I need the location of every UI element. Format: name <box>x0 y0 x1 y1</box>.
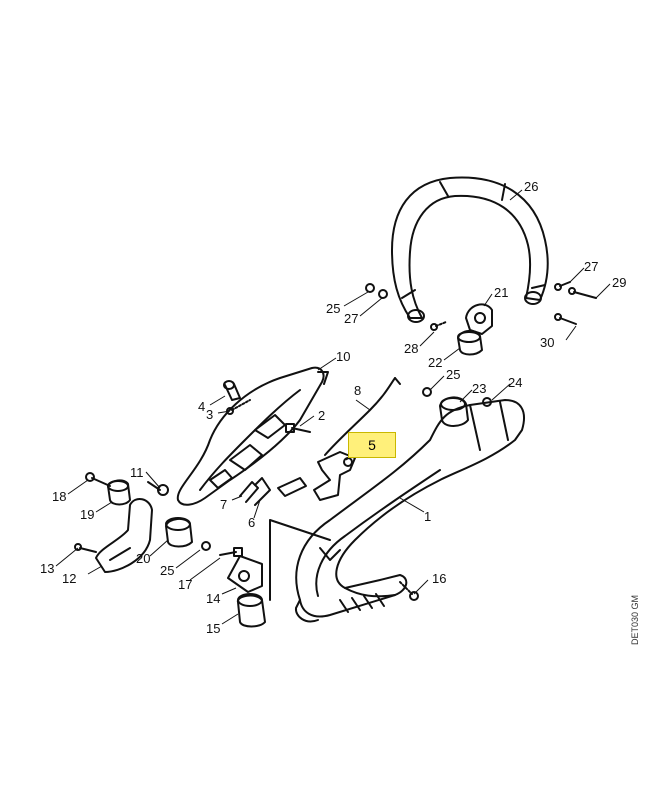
label-part-23[interactable]: 23 <box>472 381 487 396</box>
front-handlebar-part <box>391 176 549 323</box>
label-part-5[interactable]: 5 <box>368 437 376 453</box>
label-part-27-left[interactable]: 27 <box>344 311 359 326</box>
label-part-16[interactable]: 16 <box>432 571 447 586</box>
label-part-12[interactable]: 12 <box>62 571 77 586</box>
nut-part-24 <box>482 397 492 407</box>
label-part-28[interactable]: 28 <box>404 341 419 356</box>
spring-part-7 <box>239 481 259 503</box>
label-part-25-middle[interactable]: 25 <box>446 367 461 382</box>
screw-part-29 <box>568 287 597 299</box>
screw-part-2 <box>285 423 311 433</box>
label-part-15[interactable]: 15 <box>206 621 221 636</box>
label-part-21[interactable]: 21 <box>494 285 509 300</box>
holder-part-21 <box>465 303 493 335</box>
label-part-25-lower[interactable]: 25 <box>160 563 175 578</box>
buffer-part-23 <box>439 396 469 427</box>
label-part-1[interactable]: 1 <box>424 509 432 524</box>
rear-handle-part <box>269 399 525 623</box>
sleeve-part-4 <box>223 380 241 401</box>
label-part-4[interactable]: 4 <box>198 399 206 414</box>
buffer-part-22 <box>457 330 483 356</box>
label-part-7[interactable]: 7 <box>220 497 228 512</box>
label-part-20[interactable]: 20 <box>136 551 151 566</box>
label-part-11[interactable]: 11 <box>130 465 144 480</box>
screw-part-28 <box>430 321 447 331</box>
label-part-25-upper[interactable]: 25 <box>326 301 341 316</box>
label-part-27-right[interactable]: 27 <box>584 259 599 274</box>
screw-part-16 <box>399 581 419 601</box>
screw-part-13 <box>74 543 97 553</box>
screw-part-18 <box>85 472 111 487</box>
label-part-19[interactable]: 19 <box>80 507 95 522</box>
label-part-14[interactable]: 14 <box>206 591 221 606</box>
label-part-13[interactable]: 13 <box>40 561 55 576</box>
label-part-18[interactable]: 18 <box>52 489 67 504</box>
buffer-part-20 <box>165 517 193 548</box>
label-part-6[interactable]: 6 <box>248 515 256 530</box>
label-part-29[interactable]: 29 <box>612 275 627 290</box>
label-part-10[interactable]: 10 <box>336 349 351 364</box>
screw-part-17 <box>219 547 243 557</box>
highlight-box: 5 <box>348 432 396 458</box>
holder-part-14 <box>227 555 263 593</box>
trigger-part-5 <box>313 451 356 501</box>
label-part-8[interactable]: 8 <box>354 383 362 398</box>
label-part-30[interactable]: 30 <box>540 335 555 350</box>
buffer-part-19 <box>107 479 131 506</box>
leader-lines <box>55 189 611 625</box>
nut-part-25c <box>201 541 211 551</box>
diagram-code: DET030 GM <box>630 594 640 645</box>
screw-part-27 <box>554 281 571 291</box>
label-part-2[interactable]: 2 <box>318 408 326 423</box>
label-part-24[interactable]: 24 <box>508 375 523 390</box>
label-part-22[interactable]: 22 <box>428 355 443 370</box>
screw-part-30 <box>554 313 577 325</box>
label-part-26[interactable]: 26 <box>524 179 539 194</box>
label-part-17[interactable]: 17 <box>178 577 193 592</box>
buffer-part-11 <box>147 481 169 496</box>
buffer-part-15 <box>236 593 266 628</box>
nut-part-25a <box>365 283 388 299</box>
label-part-3[interactable]: 3 <box>206 407 214 422</box>
nut-part-25b <box>422 387 432 397</box>
bracket-part-12 <box>95 498 153 573</box>
spring-part-6 <box>254 477 307 506</box>
